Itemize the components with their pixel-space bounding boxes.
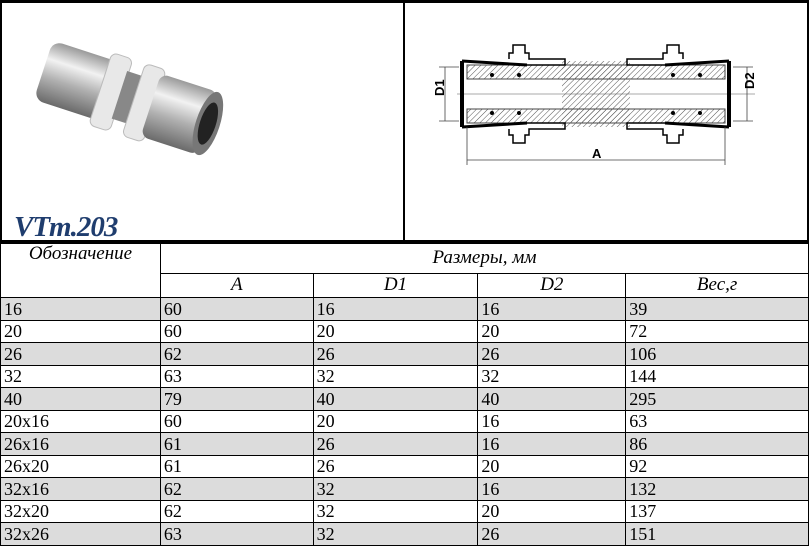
cell-a: 60 <box>159 319 314 343</box>
cell-d2: 16 <box>477 432 627 456</box>
cell-d1: 32 <box>312 477 479 501</box>
cell-d1: 26 <box>312 454 479 478</box>
cell-d2: 40 <box>477 387 627 411</box>
cell-designation: 40 <box>0 387 161 411</box>
dimensions-table: Обозначение Размеры, мм A D1 D2 Вес,г 16… <box>0 243 809 546</box>
cell-a: 63 <box>159 522 314 546</box>
a-label: A <box>592 146 602 161</box>
cell-designation: 32 <box>0 364 161 388</box>
cell-d2: 16 <box>477 477 627 501</box>
cell-designation: 26 <box>0 342 161 366</box>
header-a: A <box>159 272 314 299</box>
cell-d2: 26 <box>477 522 627 546</box>
cell-d1: 32 <box>312 364 479 388</box>
cell-designation: 32x26 <box>0 522 161 546</box>
cell-weight: 151 <box>625 522 809 546</box>
cell-designation: 32x20 <box>0 499 161 523</box>
cell-d1: 20 <box>312 409 479 433</box>
product-photo <box>2 3 405 243</box>
cell-designation: 26x20 <box>0 454 161 478</box>
cell-d2: 32 <box>477 364 627 388</box>
cell-d1: 32 <box>312 499 479 523</box>
cell-a: 61 <box>159 454 314 478</box>
coupling-section-drawing: D1 D2 A <box>432 44 757 165</box>
cell-d1: 26 <box>312 342 479 366</box>
header-dimensions: Размеры, мм <box>159 243 809 274</box>
header-d1: D1 <box>312 272 479 299</box>
cell-weight: 137 <box>625 499 809 523</box>
cell-a: 60 <box>159 409 314 433</box>
cell-a: 61 <box>159 432 314 456</box>
cell-a: 60 <box>159 297 314 321</box>
cell-d2: 20 <box>477 454 627 478</box>
d2-label: D2 <box>742 72 757 89</box>
cell-a: 79 <box>159 387 314 411</box>
technical-drawing: D1 D2 A <box>407 3 809 243</box>
cell-d1: 16 <box>312 297 479 321</box>
header-designation: Обозначение <box>0 243 161 298</box>
header-d2: D2 <box>477 272 627 299</box>
cell-weight: 106 <box>625 342 809 366</box>
cell-weight: 86 <box>625 432 809 456</box>
cell-d2: 20 <box>477 319 627 343</box>
cell-d2: 16 <box>477 409 627 433</box>
cell-weight: 39 <box>625 297 809 321</box>
cell-d2: 16 <box>477 297 627 321</box>
d1-label: D1 <box>432 79 447 96</box>
product-header: D1 D2 A VTm.203 <box>0 0 809 243</box>
cell-a: 62 <box>159 477 314 501</box>
fitting-photo-icon <box>36 43 224 156</box>
cell-designation: 26x16 <box>0 432 161 456</box>
cell-designation: 16 <box>0 297 161 321</box>
cell-d1: 26 <box>312 432 479 456</box>
cell-d2: 26 <box>477 342 627 366</box>
product-code: VTm.203 <box>14 211 118 243</box>
cell-d1: 20 <box>312 319 479 343</box>
cell-weight: 132 <box>625 477 809 501</box>
cell-weight: 144 <box>625 364 809 388</box>
cell-weight: 63 <box>625 409 809 433</box>
cell-weight: 92 <box>625 454 809 478</box>
cell-d2: 20 <box>477 499 627 523</box>
cell-weight: 295 <box>625 387 809 411</box>
header-weight: Вес,г <box>625 272 809 299</box>
cell-d1: 32 <box>312 522 479 546</box>
cell-designation: 20x16 <box>0 409 161 433</box>
cell-a: 62 <box>159 342 314 366</box>
cell-weight: 72 <box>625 319 809 343</box>
cell-d1: 40 <box>312 387 479 411</box>
cell-a: 62 <box>159 499 314 523</box>
cell-a: 63 <box>159 364 314 388</box>
cell-designation: 32x16 <box>0 477 161 501</box>
cell-designation: 20 <box>0 319 161 343</box>
